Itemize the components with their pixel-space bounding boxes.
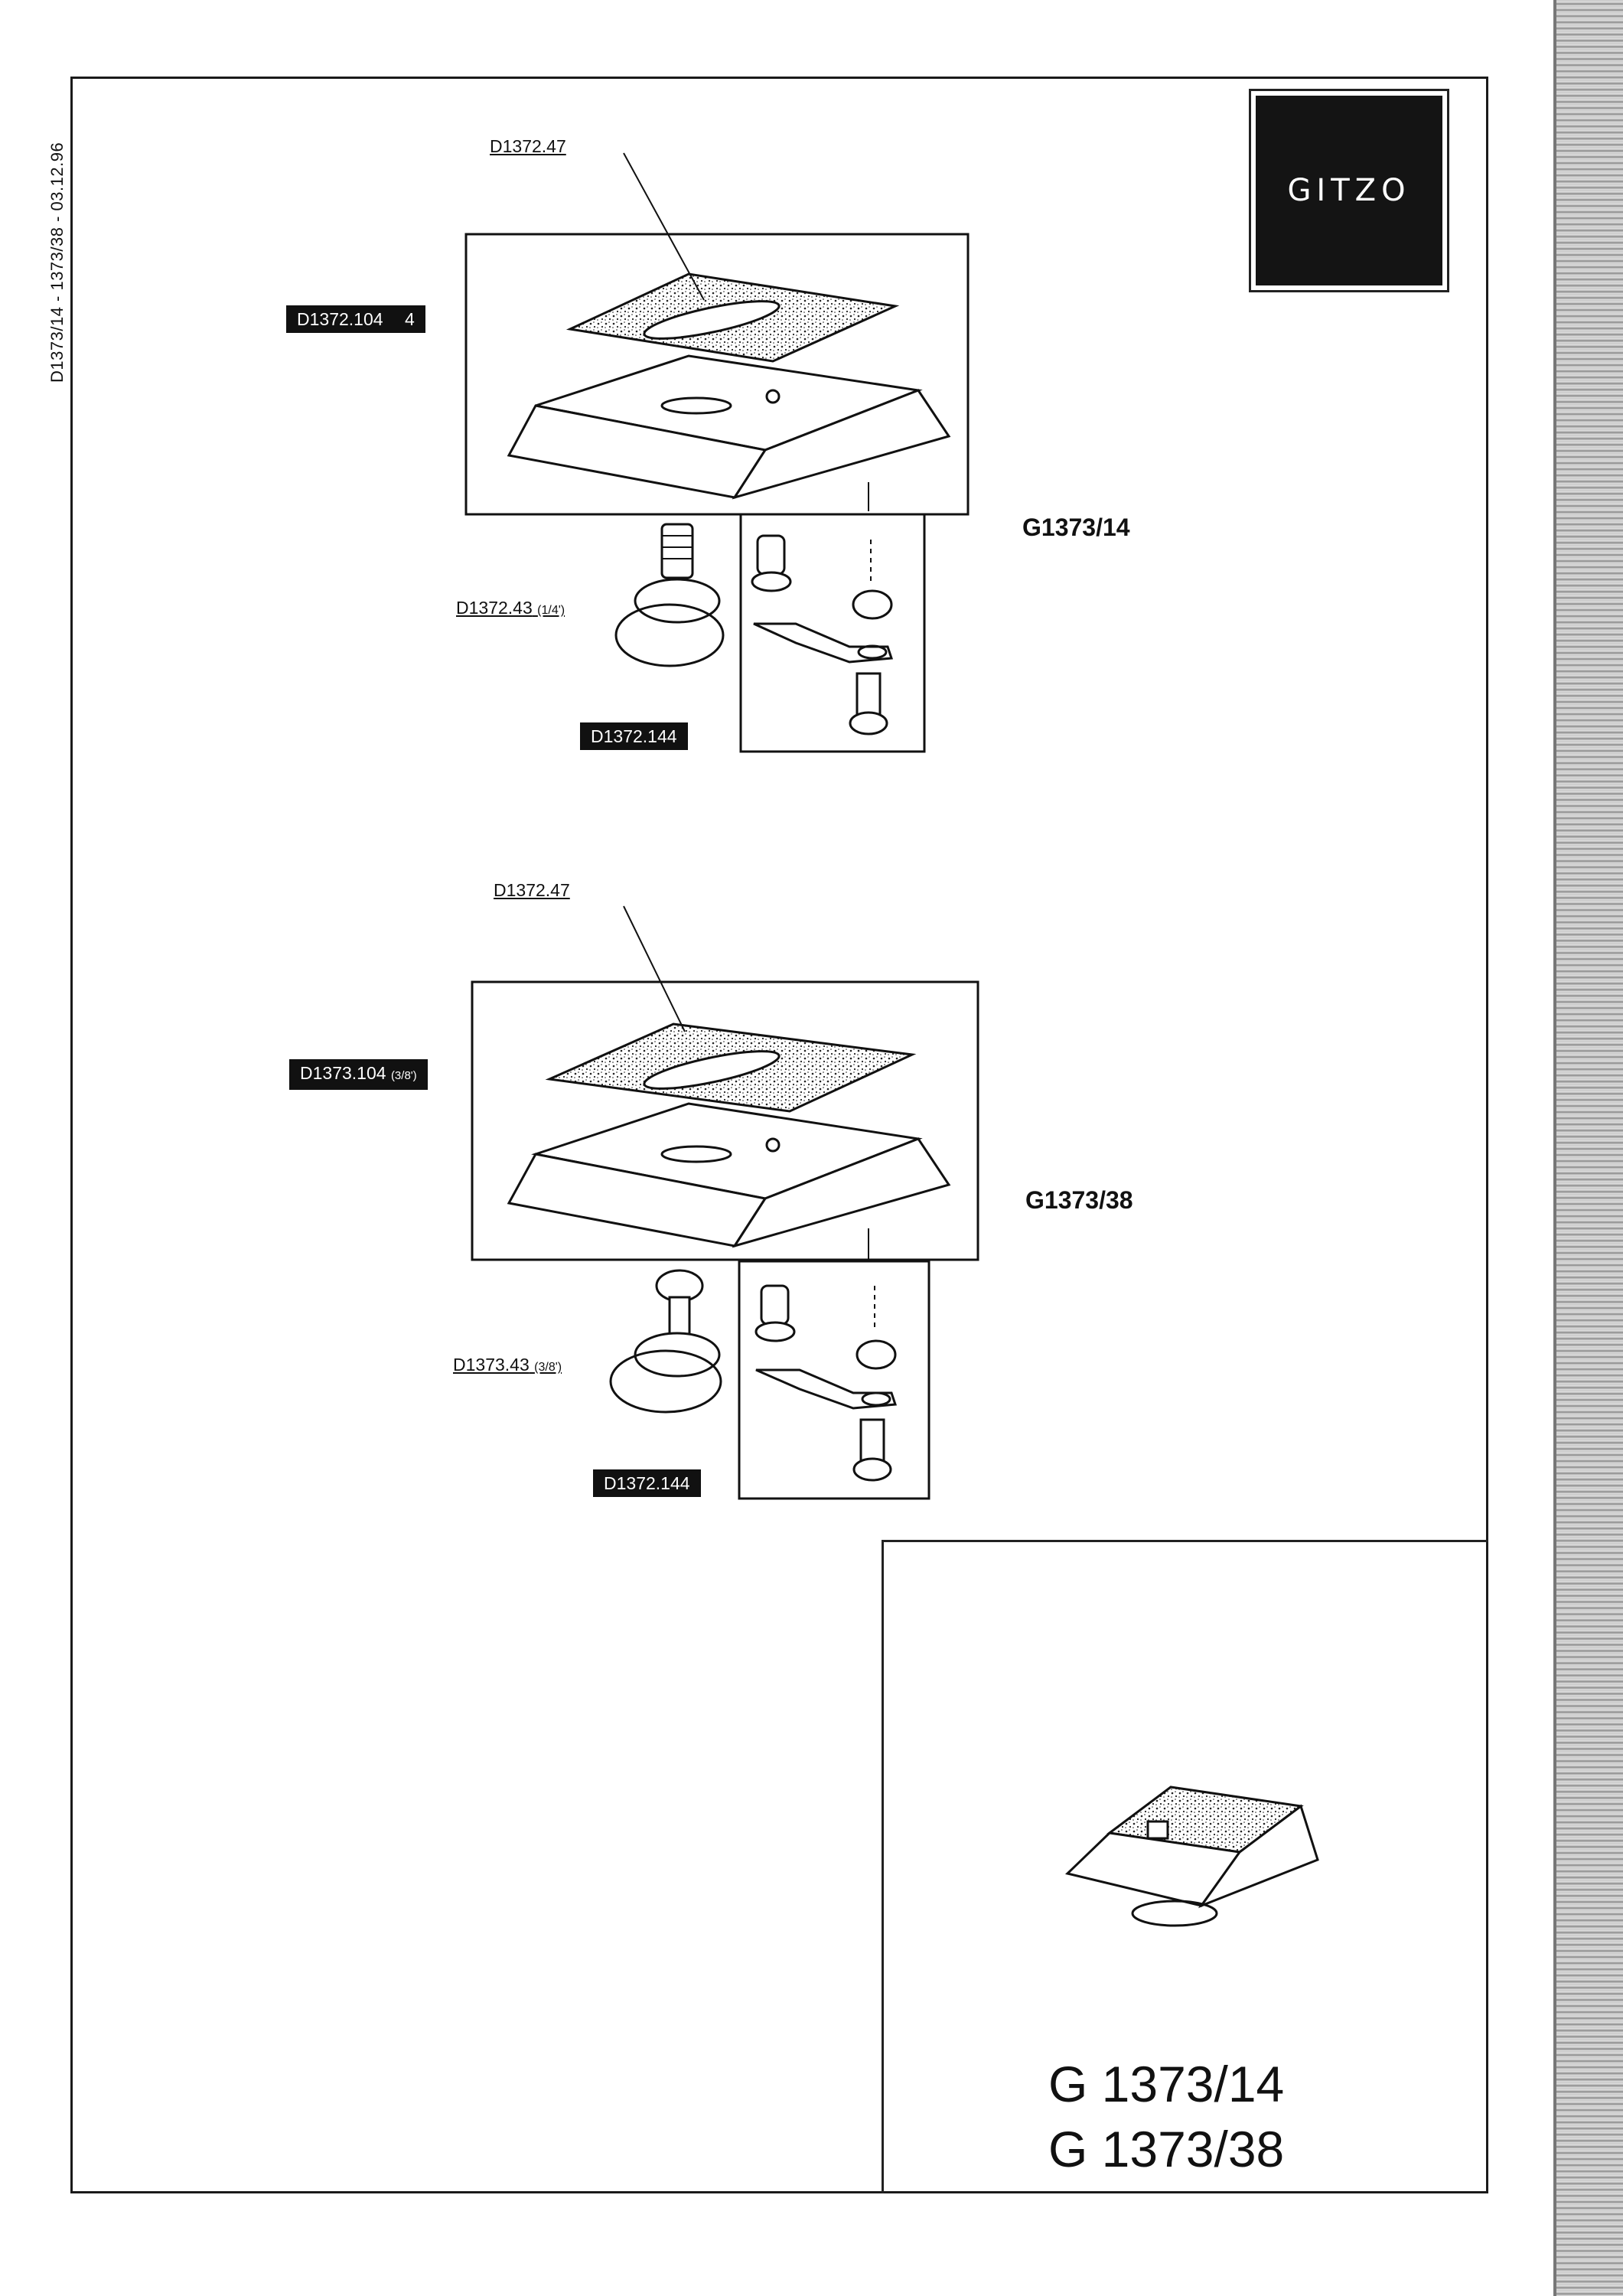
plate-thumbnail-icon bbox=[1064, 1786, 1319, 1927]
bottom-pad-label: D1373.104 (3/8') bbox=[289, 1059, 428, 1090]
small-parts-icon bbox=[754, 1284, 898, 1482]
product-thumbnail-frame bbox=[882, 1540, 1488, 2193]
product-model-line1: G 1373/14 bbox=[1048, 2056, 1285, 2112]
thumbscrew-icon bbox=[609, 1269, 722, 1414]
top-pad-suffix: 4 bbox=[404, 309, 415, 329]
bottom-screw-label: D1373.43 (3/8') bbox=[453, 1355, 562, 1375]
bottom-pad-suffix: (3/8') bbox=[390, 1069, 417, 1082]
gitzo-logo-text: GITZO bbox=[1256, 96, 1442, 285]
top-screw-code: D1372.43 bbox=[456, 598, 533, 618]
gitzo-logo: GITZO bbox=[1249, 89, 1449, 292]
top-screw-label: D1372.43 (1/4') bbox=[456, 598, 565, 618]
bottom-screw-size: (3/8') bbox=[534, 1361, 562, 1374]
top-plate-label: D1372.47 bbox=[490, 136, 566, 156]
product-model-line2: G 1373/38 bbox=[1048, 2121, 1285, 2177]
top-assembly bbox=[464, 152, 970, 753]
top-screw-size: (1/4') bbox=[537, 604, 565, 617]
scan-edge-strip bbox=[1553, 0, 1623, 2296]
bottom-assembly bbox=[471, 905, 979, 1500]
bottom-parts-label: D1372.144 bbox=[593, 1469, 701, 1497]
bottom-screw-code: D1373.43 bbox=[453, 1355, 530, 1375]
top-model-label: G1373/14 bbox=[1022, 514, 1130, 541]
thumbscrew-icon bbox=[614, 523, 725, 667]
top-pad-code: D1372.104 bbox=[297, 309, 383, 329]
top-parts-label: D1372.144 bbox=[580, 722, 688, 750]
bottom-plate-label: D1372.47 bbox=[494, 880, 570, 900]
bottom-pad-code: D1373.104 bbox=[300, 1063, 386, 1083]
bottom-model-label: G1373/38 bbox=[1025, 1186, 1133, 1214]
top-pad-label: D1372.104 4 bbox=[286, 305, 425, 333]
sheet-frame bbox=[70, 77, 1488, 2193]
small-parts-icon bbox=[751, 534, 894, 735]
